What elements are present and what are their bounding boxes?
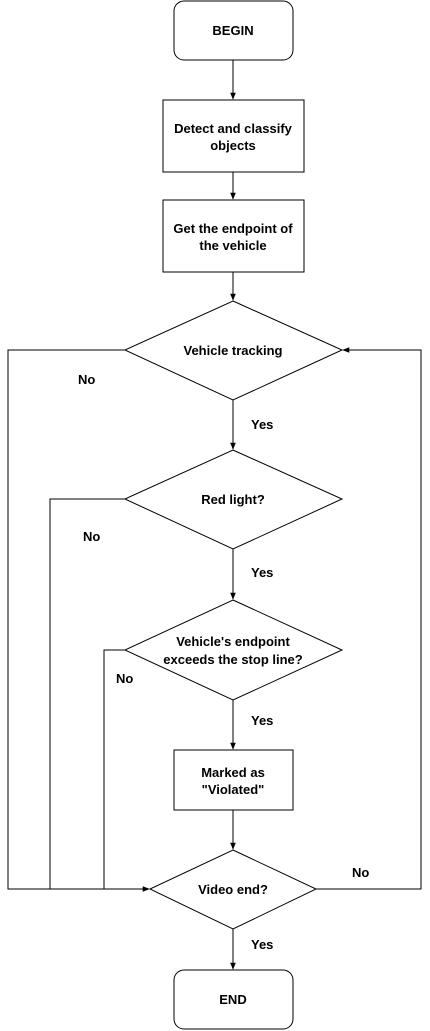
node-detect: Detect and classify objects [162,99,305,173]
marked-label-line1: Marked as [201,765,265,780]
tracking-label: Vehicle tracking [184,343,283,358]
exceeds-label-line1: Vehicle's endpoint [176,634,290,649]
redlight-yes-label: Yes [251,565,273,580]
node-exceeds: Vehicle's endpoint exceeds the stop line… [123,599,344,701]
exceeds-yes-label: Yes [251,713,273,728]
edge-exceeds-no [103,649,125,889]
begin-label: BEGIN [212,23,253,38]
node-end: END [173,969,294,1030]
exceeds-label-line2: exceeds the stop line? [163,652,302,667]
videoend-no-label: No [352,865,369,880]
marked-label-line2: "Violated" [202,782,265,797]
end-label: END [219,992,246,1007]
edge-tracking-no [7,349,150,892]
exceeds-no-label: No [116,671,133,686]
node-redlight: Red light? [123,449,344,550]
videoend-yes-label: Yes [251,937,273,952]
edge-videoend-no [316,347,422,890]
endpoint-label-line2: the vehicle [199,238,266,253]
node-videoend: Video end? [148,849,318,930]
node-marked: Marked as "Violated" [173,749,294,811]
redlight-no-label: No [83,529,100,544]
detect-label-line2: objects [210,138,256,153]
detect-label-line1: Detect and classify [174,121,293,136]
endpoint-label-line1: Get the endpoint of [173,221,293,236]
tracking-yes-label: Yes [251,417,273,432]
node-endpoint: Get the endpoint of the vehicle [162,199,305,273]
videoend-label: Video end? [198,882,268,897]
redlight-label: Red light? [201,492,265,507]
tracking-no-label: No [78,372,95,387]
edge-redlight-no [49,498,125,889]
node-tracking: Vehicle tracking [123,300,344,401]
edges [7,60,422,970]
node-begin: BEGIN [173,0,294,61]
